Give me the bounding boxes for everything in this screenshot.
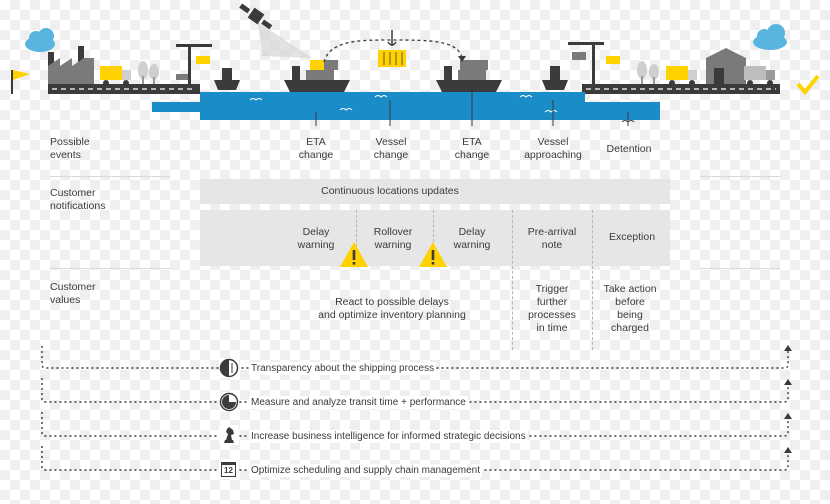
half-circle-icon	[219, 358, 239, 378]
benefit-loops	[41, 345, 792, 471]
event-detention: Detention	[606, 143, 652, 155]
column-divider	[433, 210, 434, 266]
container-icon	[378, 30, 406, 67]
column-divider	[356, 210, 357, 266]
ship-icon	[214, 68, 240, 90]
chess-knight-icon	[219, 425, 239, 445]
ship-icon	[542, 66, 568, 90]
row-divider	[50, 176, 170, 177]
notification-delay-warning: Delay warning	[297, 226, 335, 251]
checkmark-icon	[796, 74, 820, 96]
benefit-business-intelligence: Increase business intelligence for infor…	[249, 430, 528, 443]
shipping-illustration	[11, 3, 820, 126]
transfer-arrow	[323, 39, 463, 63]
flag-icon	[11, 70, 30, 94]
event-vessel-change: Vessel change	[373, 136, 409, 161]
warning-icon	[419, 242, 447, 267]
calendar-icon: 12	[219, 459, 239, 479]
column-divider	[592, 210, 593, 350]
row-label-possible-events: Possible events	[50, 136, 90, 161]
event-eta-change: ETA change	[298, 136, 334, 161]
benefit-transparency: Transparency about the shipping process	[249, 362, 437, 375]
row-divider	[700, 176, 780, 177]
value-take-action: Take action before being charged	[603, 283, 657, 334]
cloud-icon	[25, 28, 55, 52]
tree-icon	[138, 61, 159, 84]
truck-icon	[100, 66, 131, 86]
event-vessel-approaching: Vessel approaching	[524, 136, 582, 161]
factory-icon	[48, 46, 94, 84]
value-trigger-processes: Trigger further processes in time	[528, 283, 576, 334]
row-divider	[50, 268, 170, 269]
notification-delay-warning: Delay warning	[453, 226, 491, 251]
crane-icon	[176, 44, 212, 86]
truck-icon	[666, 66, 697, 86]
crane-icon	[568, 42, 620, 86]
water-area	[152, 92, 660, 123]
container-ship-icon	[284, 60, 350, 92]
continuous-updates-label: Continuous locations updates	[321, 185, 459, 197]
row-label-customer-notifications: Customer notifications	[50, 187, 106, 212]
event-eta-change: ETA change	[454, 136, 490, 161]
tree-icon	[637, 61, 659, 84]
notification-pre-arrival-note: Pre-arrival note	[527, 226, 577, 251]
warning-icon	[340, 242, 368, 267]
container-ship-icon	[436, 60, 502, 92]
value-react-to-delays: React to possible delays and optimize in…	[318, 296, 466, 321]
benefit-measure-transit: Measure and analyze transit time + perfo…	[249, 396, 468, 409]
satellite-icon	[239, 3, 312, 58]
pie-chart-icon	[219, 392, 239, 412]
continuous-updates-bar	[200, 179, 670, 204]
row-label-customer-values: Customer values	[50, 281, 96, 306]
calendar-day: 12	[224, 466, 233, 475]
row-divider	[700, 268, 780, 269]
truck-icon	[744, 66, 775, 86]
notification-rollover-warning: Rollover warning	[373, 226, 413, 251]
benefit-optimize-scheduling: Optimize scheduling and supply chain man…	[249, 464, 483, 477]
warehouse-icon	[706, 48, 746, 84]
cloud-icon	[753, 24, 787, 50]
column-divider	[512, 210, 513, 350]
notification-exception: Exception	[608, 231, 656, 243]
